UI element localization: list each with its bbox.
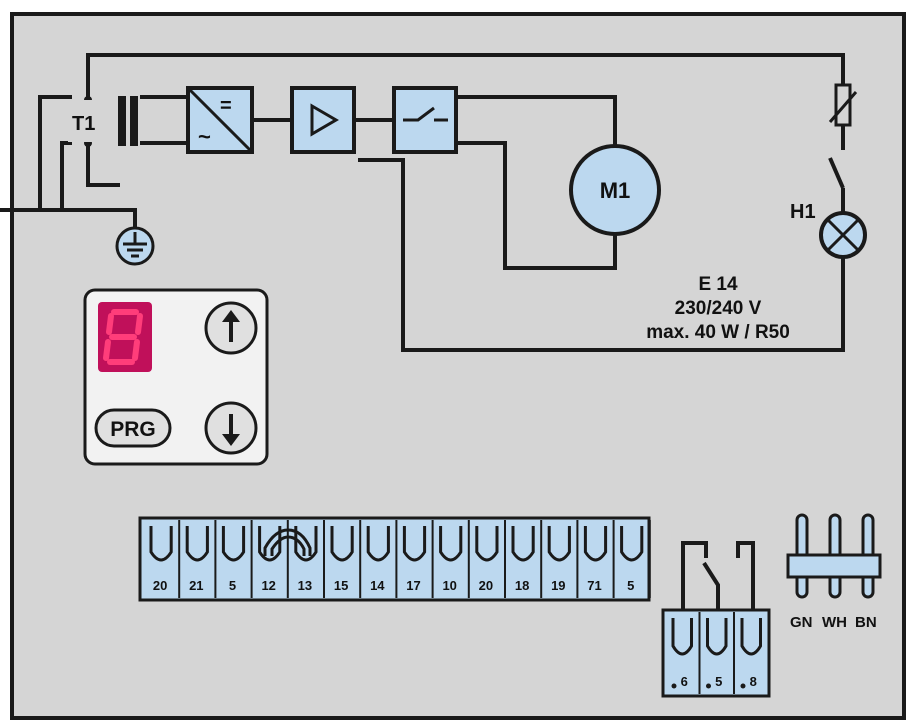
terminal-strip: 20 21 5 12 13 15 14 17 10 20 18 19 71 5 <box>138 516 651 602</box>
jumper-wire <box>263 528 312 556</box>
lamp-return-wire <box>358 158 845 352</box>
transformer-t1: T1 <box>68 96 138 147</box>
rectifier-icon: = ~ <box>186 86 254 154</box>
lamp-spec-line: max. 40 W / R50 <box>646 322 790 343</box>
wiring <box>0 53 845 352</box>
relay-terminal <box>706 612 735 694</box>
switch-to-motor-wire-bottom <box>456 141 617 270</box>
lamp-spec-line: 230/240 V <box>675 298 762 319</box>
lamp-spec-line: E 14 <box>698 274 738 295</box>
keypad: 8 PRG <box>0 0 269 466</box>
terminal <box>221 520 253 598</box>
terminal <box>475 520 506 598</box>
terminal-label: 12 <box>261 578 275 593</box>
terminal <box>258 520 289 598</box>
terminal <box>330 520 362 598</box>
lamp-specs: E 14 230/240 V max. 40 W / R50 <box>646 274 790 343</box>
ground-icon <box>115 226 155 266</box>
connector-plug: GN WH BN <box>786 513 882 631</box>
transformer-label: T1 <box>72 113 95 135</box>
seven-segment-display: 8 <box>0 0 152 372</box>
relay-terminal-label: 8 <box>750 674 757 689</box>
terminal-label: 20 <box>479 578 493 593</box>
relay-contact-icon <box>681 541 755 610</box>
amplifier-icon <box>290 86 356 154</box>
relay-terminal <box>740 618 762 689</box>
terminal <box>511 520 543 598</box>
relay-terminal-label: 5 <box>715 674 722 689</box>
connector-label-bn: BN <box>855 614 877 631</box>
prg-label: PRG <box>110 418 156 441</box>
terminal-label: 5 <box>229 578 236 593</box>
terminal-label: 20 <box>153 578 167 593</box>
relay-terminal <box>671 612 701 694</box>
terminal-label: 10 <box>442 578 456 593</box>
switch-icon <box>392 86 458 154</box>
relay-terminal-label: 6 <box>681 674 688 689</box>
motor-label: M1 <box>600 178 631 203</box>
terminal-label: 17 <box>406 578 420 593</box>
svg-text:=: = <box>220 95 232 117</box>
arrow-up-icon <box>222 310 240 342</box>
top-supply-wire <box>86 53 845 100</box>
transformer-core-right <box>130 96 138 146</box>
terminal <box>185 520 217 598</box>
terminal-label: 15 <box>334 578 348 593</box>
down-button[interactable] <box>204 401 258 455</box>
terminal <box>402 520 434 598</box>
terminal-label: 71 <box>587 578 601 593</box>
supply-n-wire <box>60 141 72 210</box>
svg-text:~: ~ <box>198 124 211 149</box>
terminal-label: 5 <box>627 578 634 593</box>
lamp-label: H1 <box>790 201 816 223</box>
terminal <box>620 520 651 598</box>
terminal-label: 13 <box>298 578 312 593</box>
terminal-label: 18 <box>515 578 529 593</box>
transformer-core-left <box>118 96 126 146</box>
t1-lower-wire <box>86 145 120 187</box>
lamp-h1: H1 <box>790 201 867 259</box>
display-digit: 8 <box>0 0 1 1</box>
terminal <box>439 520 470 598</box>
terminal-label: 19 <box>551 578 565 593</box>
terminal <box>294 520 325 598</box>
connector-label-gn: GN <box>790 614 813 631</box>
supply-ground-wire <box>0 208 137 228</box>
terminal <box>583 520 615 598</box>
up-button[interactable] <box>204 301 258 355</box>
terminal <box>547 520 579 598</box>
terminal-label: 14 <box>370 578 385 593</box>
prg-button[interactable]: PRG <box>94 408 172 448</box>
supply-l-wire <box>38 95 72 210</box>
motor-m1: M1 <box>569 144 661 236</box>
arrow-down-icon <box>222 414 240 446</box>
terminal <box>149 520 181 598</box>
lamp-switch-icon <box>828 157 845 212</box>
terminal <box>366 520 398 598</box>
thermal-fuse-icon <box>828 83 858 150</box>
connector-label-wh: WH <box>822 614 847 631</box>
switch-to-motor-wire-top <box>456 95 617 150</box>
terminal-label: 21 <box>189 578 203 593</box>
relay-terminal-block: 6 5 8 <box>661 608 771 698</box>
